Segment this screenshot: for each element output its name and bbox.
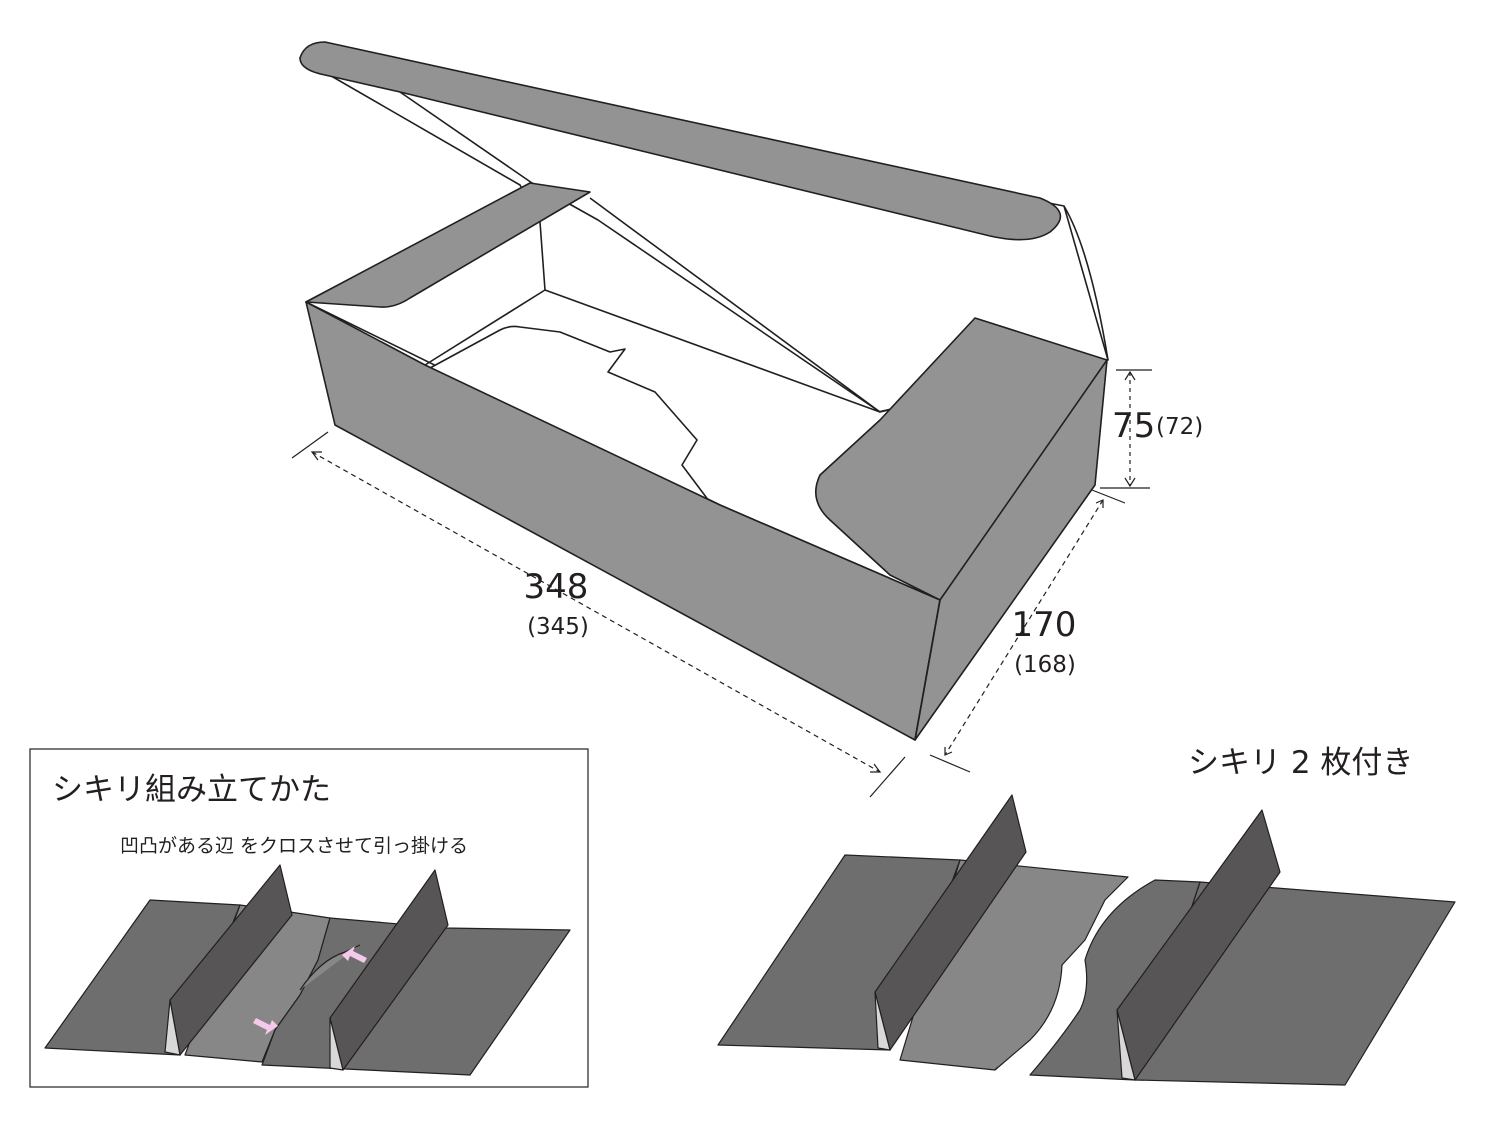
arrow-down-right-icon [253, 1018, 278, 1035]
height-value: 75 [1112, 406, 1155, 446]
assembly-guide-panel: シキリ組み立てかた 凹凸がある辺 をクロスさせて引っ掛ける [29, 748, 589, 1088]
divider-right [1029, 809, 1456, 1086]
divider-left [717, 794, 1129, 1071]
guide-dividers-illustration [44, 864, 571, 1076]
width-value: 170 [1012, 605, 1077, 645]
guide-title: シキリ組み立てかた [52, 772, 331, 808]
dividers-label: シキリ 2 枚付き [1188, 745, 1413, 781]
dividers-illustration [717, 794, 1456, 1086]
guide-instruction: 凹凸がある辺 をクロスさせて引っ掛ける [120, 835, 468, 857]
left-end-flap [305, 182, 591, 308]
open-box [299, 41, 1109, 741]
width-note: (168) [1014, 652, 1076, 678]
dimension-lines [291, 369, 1152, 798]
length-value: 348 [524, 567, 589, 607]
length-note: (345) [527, 614, 589, 640]
arrow-up-left-icon [342, 946, 367, 963]
height-note: (72) [1156, 414, 1203, 440]
inner-tab [429, 325, 721, 511]
lid-front-flap [299, 41, 1062, 241]
